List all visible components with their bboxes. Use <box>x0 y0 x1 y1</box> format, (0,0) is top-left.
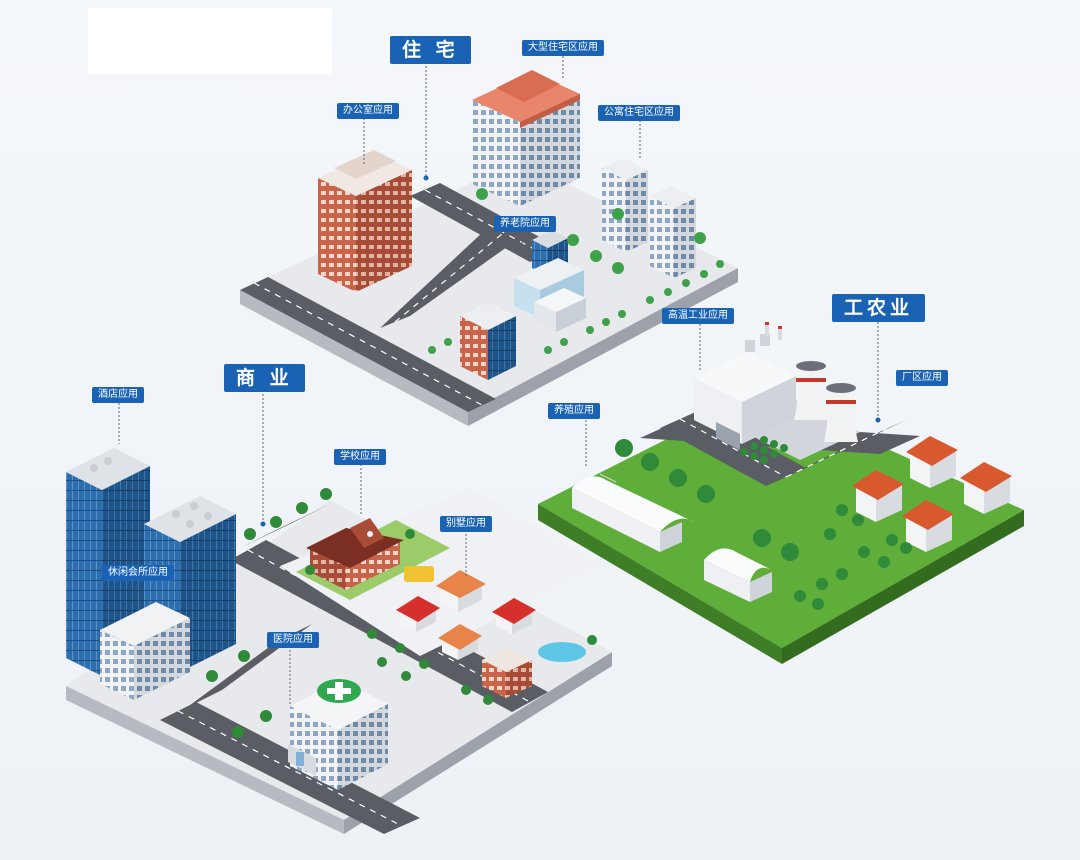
cooling-towers <box>794 361 858 442</box>
commercial-base-right <box>344 652 612 834</box>
apartment-building-1 <box>602 158 648 252</box>
villas <box>396 570 586 698</box>
factory-houses <box>852 436 1012 552</box>
breeding-greenhouses <box>572 473 772 602</box>
large-residential-building <box>472 70 580 206</box>
label-factory: 厂区应用 <box>896 370 948 386</box>
label-leisure-club: 休闲会所应用 <box>102 565 174 581</box>
industrial-base-top <box>538 392 1024 648</box>
residential-corner-building <box>460 302 516 380</box>
school-bus <box>404 566 434 582</box>
low-white-building <box>100 602 190 700</box>
blank-panel <box>88 8 332 74</box>
residential-base-right <box>468 268 738 426</box>
commercial-base-left <box>66 686 344 834</box>
industrial-base-right <box>782 510 1024 664</box>
label-hotel: 酒店应用 <box>92 387 144 403</box>
commercial-block <box>66 448 612 834</box>
label-apartment: 公寓住宅区应用 <box>598 105 680 121</box>
section-industrial: 工农业 <box>832 294 926 322</box>
residential-base-left <box>240 290 468 426</box>
residential-road-front <box>240 277 496 412</box>
office-building <box>318 150 412 292</box>
section-residential: 住 宅 <box>390 36 471 64</box>
industrial-base-left <box>538 504 782 664</box>
nursing-home-building <box>514 230 586 332</box>
industrial-trees <box>615 439 912 610</box>
residential-block <box>240 70 738 426</box>
callout-lines <box>118 56 879 706</box>
callout-dots <box>260 175 881 527</box>
industrial-block <box>538 322 1024 664</box>
leisure-club-tower <box>144 496 236 672</box>
high-temp-factory <box>694 322 796 450</box>
label-villa: 别墅应用 <box>440 516 492 532</box>
pool <box>538 642 586 662</box>
section-commercial: 商 业 <box>224 364 305 392</box>
crop-field <box>740 436 788 464</box>
label-office: 办公室应用 <box>337 103 399 119</box>
school-building <box>306 518 404 590</box>
label-hospital: 医院应用 <box>267 632 319 648</box>
label-large-residential: 大型住宅区应用 <box>522 40 604 56</box>
apartment-building-2 <box>650 186 696 278</box>
label-high-temp-industry: 高温工业应用 <box>662 308 734 324</box>
label-breeding: 养殖应用 <box>548 403 600 419</box>
commercial-trees <box>206 488 597 738</box>
hospital-building <box>288 679 388 790</box>
residential-trees <box>428 188 724 354</box>
label-nursing-home: 养老院应用 <box>494 216 556 232</box>
label-school: 学校应用 <box>334 449 386 465</box>
